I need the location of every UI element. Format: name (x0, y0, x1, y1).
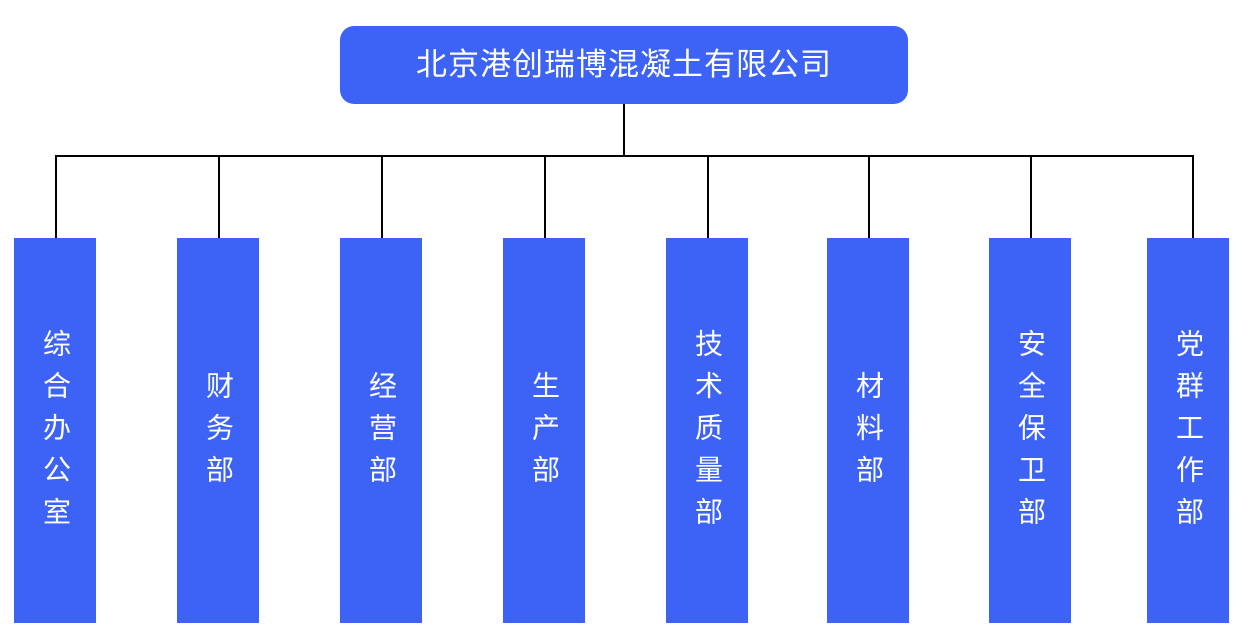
connector-branch-8 (1192, 156, 1194, 239)
org-node-department-7-label: 安全保卫部 (1014, 329, 1047, 539)
org-node-department-6-label: 材料部 (852, 371, 885, 497)
org-node-department-1[interactable]: 综合办公室 (14, 238, 96, 623)
org-node-department-3[interactable]: 经营部 (340, 238, 422, 623)
org-node-department-1-label: 综合办公室 (39, 329, 72, 539)
org-node-department-3-label: 经营部 (365, 371, 398, 497)
org-node-department-7[interactable]: 安全保卫部 (989, 238, 1071, 623)
connector-branch-2 (218, 156, 220, 239)
connector-branch-3 (381, 156, 383, 239)
connector-horizontal-bus (55, 155, 1194, 157)
org-node-department-8-label: 党群工作部 (1172, 329, 1205, 539)
org-node-root-label: 北京港创瑞博混凝土有限公司 (416, 46, 832, 83)
org-node-department-5-label: 技术质量部 (691, 329, 724, 539)
connector-root-trunk (623, 104, 625, 156)
org-node-department-2-label: 财务部 (202, 371, 235, 497)
org-node-department-5[interactable]: 技术质量部 (666, 238, 748, 623)
connector-branch-7 (1030, 156, 1032, 239)
org-node-department-6[interactable]: 材料部 (827, 238, 909, 623)
org-node-root-company[interactable]: 北京港创瑞博混凝土有限公司 (340, 26, 908, 104)
org-node-department-4[interactable]: 生产部 (503, 238, 585, 623)
org-node-department-8[interactable]: 党群工作部 (1147, 238, 1229, 623)
org-node-department-4-label: 生产部 (528, 371, 561, 497)
connector-branch-1 (55, 156, 57, 239)
connector-branch-5 (707, 156, 709, 239)
connector-branch-6 (868, 156, 870, 239)
org-node-department-2[interactable]: 财务部 (177, 238, 259, 623)
connector-branch-4 (544, 156, 546, 239)
